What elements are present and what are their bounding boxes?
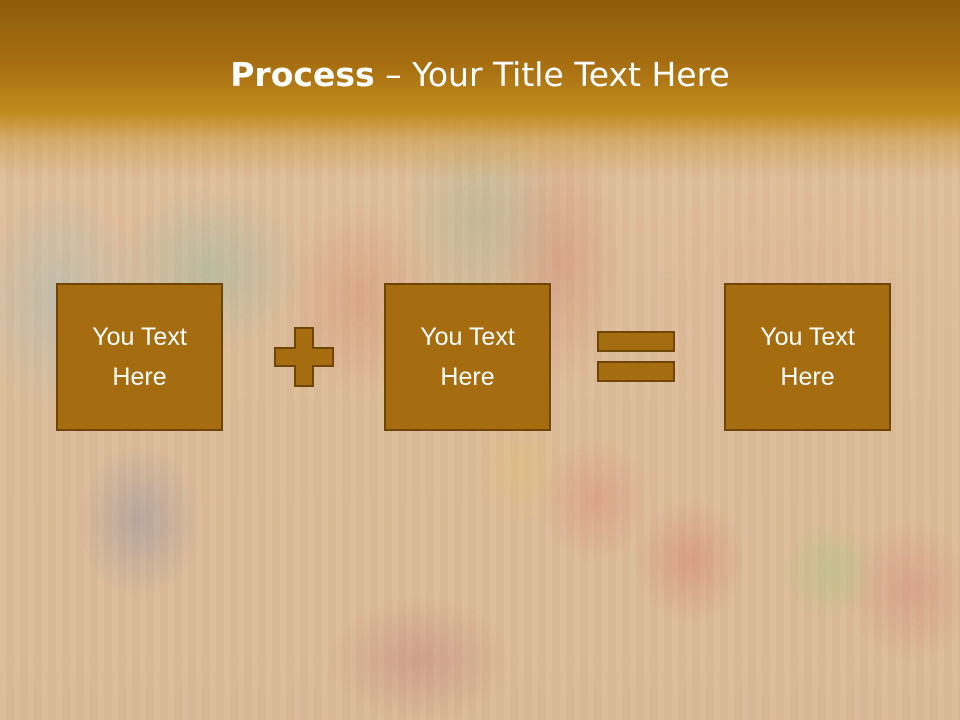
process-box-3: You Text Here: [724, 283, 891, 431]
process-box-2-text: You Text Here: [420, 323, 515, 391]
process-box-1: You Text Here: [56, 283, 223, 431]
plus-icon: [274, 327, 334, 387]
slide-title: Process – Your Title Text Here: [0, 52, 960, 98]
title-bold: Process: [230, 55, 375, 94]
equals-icon: [597, 331, 675, 382]
title-bar: [0, 0, 960, 180]
process-box-3-text: You Text Here: [760, 323, 855, 391]
process-box-1-text: You Text Here: [92, 323, 187, 391]
title-rest: – Your Title Text Here: [374, 55, 730, 94]
process-box-2: You Text Here: [384, 283, 551, 431]
